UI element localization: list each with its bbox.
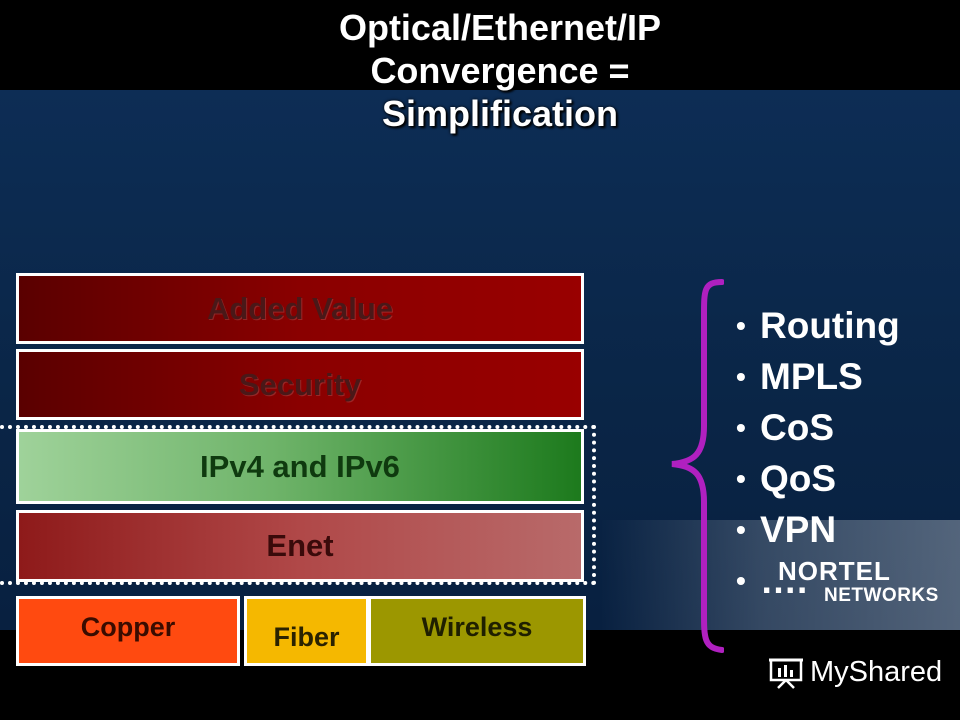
feature-list: •Routing •MPLS •CoS •QoS •VPN •…. [736,300,900,606]
curly-brace-icon [671,279,724,653]
logo-line-2: NETWORKS [824,585,939,606]
medium-wireless-label: Wireless [421,611,533,642]
title-line-2: Convergence = [370,50,630,91]
dotted-outline [0,425,596,585]
medium-copper-label: Copper [80,611,176,642]
list-item: •MPLS [736,351,900,402]
medium-fiber: Fiber [244,596,369,666]
list-item: •QoS [736,453,900,504]
slide-title: Optical/Ethernet/IP Convergence = Simpli… [180,6,820,135]
medium-copper: Copper [16,596,240,666]
layer-security-label: Security [238,366,362,402]
layer-added-value: Added Value [16,273,584,344]
watermark: MyShared [768,654,942,690]
layer-enet: Enet [16,510,584,582]
list-item: •…. [736,555,900,606]
title-line-1: Optical/Ethernet/IP [338,7,662,48]
title-line-3: Simplification [381,93,619,134]
list-item: •VPN [736,504,900,555]
bullet-icon: • [736,412,746,443]
bullet-icon: • [736,310,746,341]
layer-enet-label: Enet [266,528,334,563]
list-item: •CoS [736,402,900,453]
layer-ip: IPv4 and IPv6 [16,429,584,504]
layer-added-value-label: Added Value [206,290,394,326]
watermark-text: MyShared [810,655,943,688]
bullet-icon: • [736,361,746,392]
medium-fiber-label: Fiber [273,621,340,652]
logo-line-1: NORTEL [778,556,891,586]
logo-backdrop [600,520,960,630]
list-item: •Routing [736,300,900,351]
layer-security: Security [16,349,584,420]
layer-ip-label: IPv4 and IPv6 [200,448,400,484]
bullet-icon: • [736,565,746,596]
bullet-icon: • [736,463,746,494]
presentation-icon [769,658,803,689]
nortel-logo: NORTEL NETWORKS [778,556,939,607]
bullet-icon: • [736,514,746,545]
medium-wireless: Wireless [368,596,586,666]
